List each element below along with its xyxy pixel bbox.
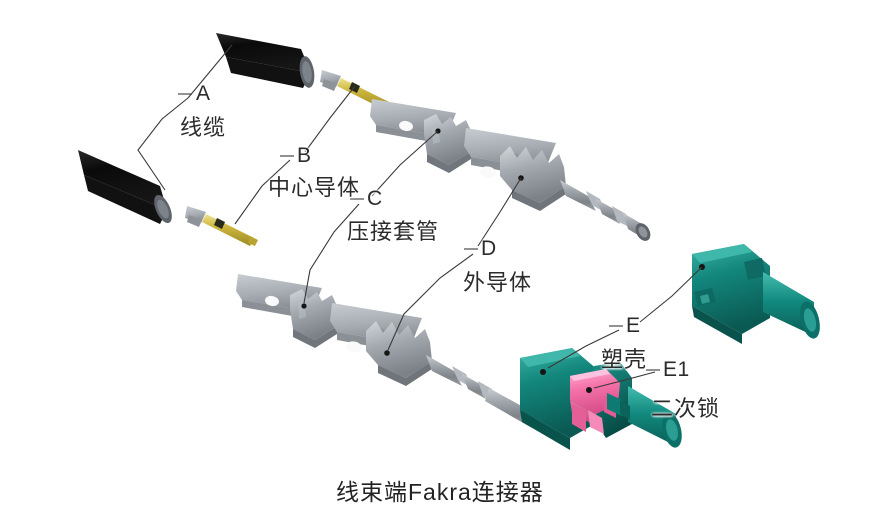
part-plastic-housing-assembled [520,348,682,450]
leader-E1 [593,371,656,389]
figure-caption: 线束端Fakra连接器 [336,479,544,505]
part-plastic-housing-right [692,244,820,344]
part-outer-conductor-upper [464,128,651,241]
leader-B-lower [234,159,291,225]
leader-C-lower [303,203,360,304]
leader-D-upper [477,177,522,247]
part-center-conductor-lower [185,206,258,246]
leader-A-upper [187,44,233,99]
leader-D-lower [387,253,474,351]
part-cable-lower [78,150,172,224]
leader-B-upper [304,85,356,153]
part-outer-conductor-lower [330,303,536,428]
leader-E-upper [639,266,703,323]
part-crimp-ferrule-lower [236,274,338,348]
part-crimp-ferrule-upper [370,99,472,173]
leader-lines [137,44,703,389]
leader-E-lower [547,329,620,369]
leader-C-upper [371,130,439,197]
leader-A-lower [137,97,189,191]
part-cable-upper [216,33,315,88]
